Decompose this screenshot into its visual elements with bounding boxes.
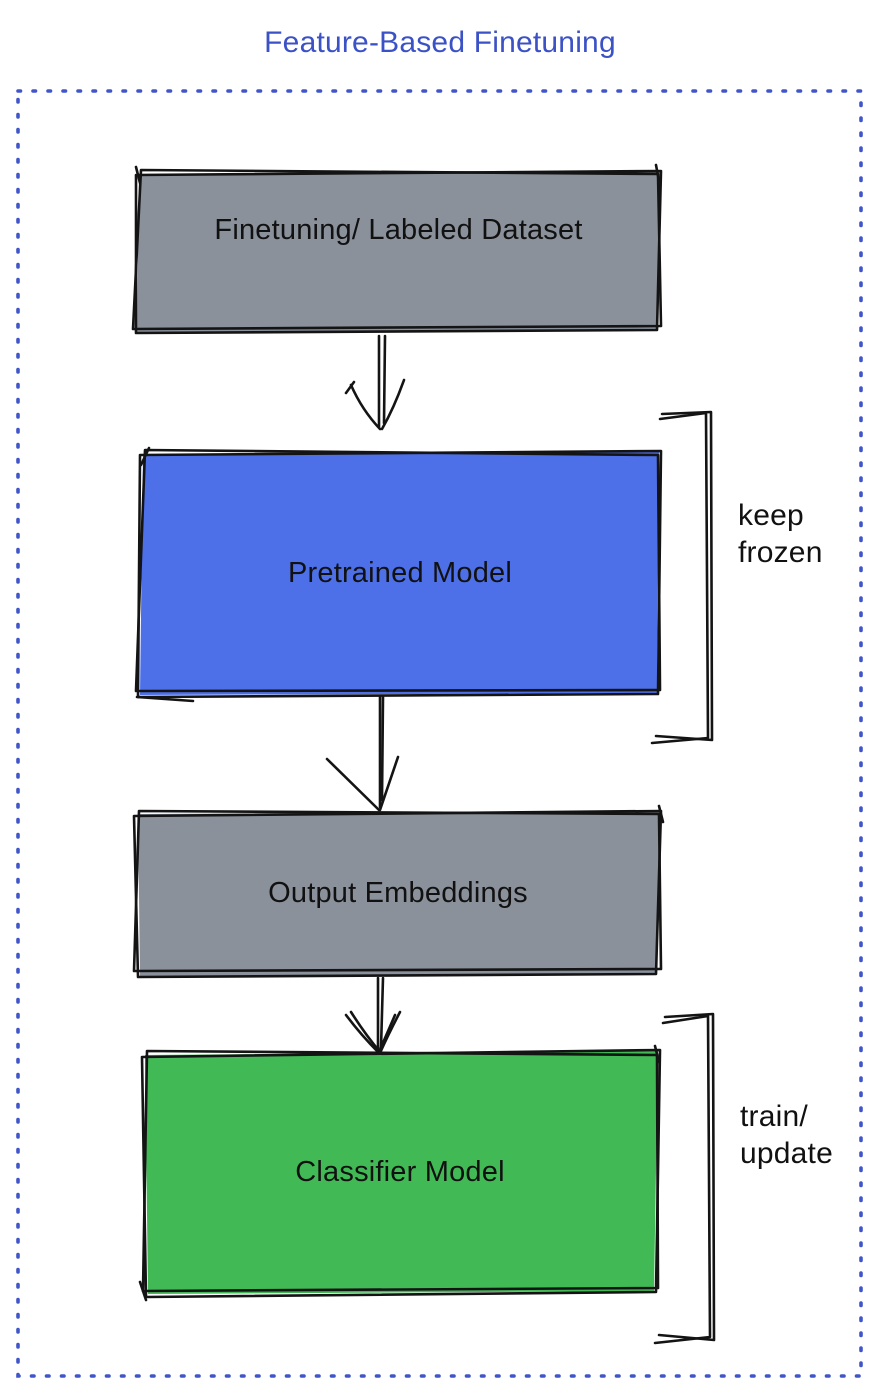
pretrained-model-outline-2 (134, 448, 662, 693)
box-fills (137, 171, 660, 1294)
arrow-3-left-wing-2 (349, 1010, 382, 1054)
keep-frozen-bracket (650, 411, 710, 745)
arrow-3-right-wing-2 (377, 1013, 397, 1054)
corner-tick (134, 165, 142, 185)
finetuning-dataset-label: Finetuning/ Labeled Dataset (214, 214, 583, 246)
corner-tick (657, 804, 665, 824)
arrow-1-left-wing (349, 383, 382, 431)
corner-tick (138, 1280, 148, 1302)
arrow-1-tick (344, 380, 356, 395)
arrow-2-left-wing (325, 757, 381, 812)
finetuning-dataset-box (137, 171, 660, 332)
corner-tick (139, 446, 151, 467)
arrow-2-shaft-2 (380, 695, 385, 802)
keep-frozen-note: keep frozen (738, 499, 823, 569)
output-embeddings-label: Output Embeddings (268, 877, 528, 909)
arrow-3-left-wing (344, 1013, 381, 1055)
output-embeddings-box (138, 811, 660, 976)
train-update-bracket (653, 1014, 712, 1345)
dotted-border (16, 89, 863, 1378)
corner-tick (653, 1044, 661, 1064)
pretrained-model-box (140, 452, 659, 695)
finetuning-dataset-outline-2 (131, 168, 663, 331)
corner-tick (135, 695, 195, 703)
arrow-1-right-wing (380, 378, 406, 431)
pretrained-model-label: Pretrained Model (287, 556, 513, 589)
arrow-2-right-wing (378, 755, 400, 812)
arrow-3-right-wing (378, 1010, 402, 1055)
arrow-3-shaft-2 (379, 976, 385, 1050)
classifier-model-label: Classifier Model (295, 1156, 505, 1188)
train-update-bracket-2 (657, 1012, 716, 1342)
keep-frozen-bracket-2 (654, 410, 714, 742)
arrow-1-shaft-2 (382, 334, 387, 425)
classifier-model-outline-2 (141, 1049, 660, 1293)
sketch-strokes (131, 163, 716, 1345)
corner-tick (654, 163, 661, 183)
train-update-note: train/ update (740, 1100, 833, 1170)
diagram-title: Feature-Based Finetuning (264, 26, 616, 59)
classifier-model-box (145, 1051, 658, 1294)
output-embeddings-outline-2 (132, 809, 663, 973)
